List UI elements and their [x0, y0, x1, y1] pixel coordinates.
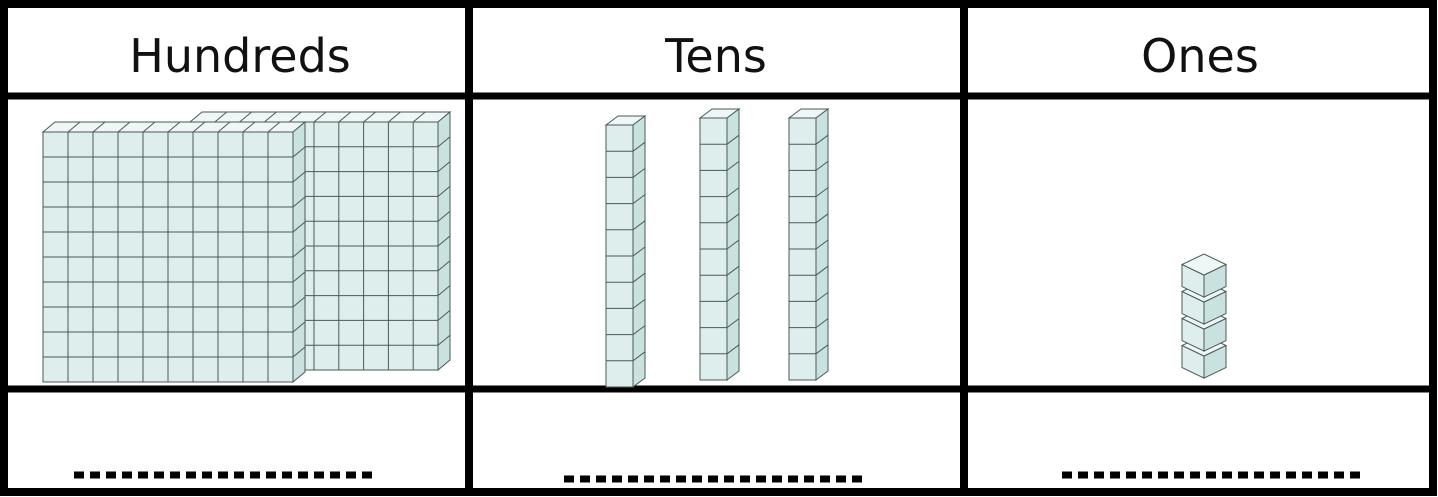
ones-blocks-area — [1182, 254, 1226, 378]
header-hundreds: Hundreds — [129, 29, 350, 83]
ten-rod-2 — [700, 109, 739, 380]
hundred-flat-front — [43, 122, 305, 382]
header-tens: Tens — [664, 29, 767, 83]
tens-blocks-area — [606, 109, 828, 387]
ten-rod-3 — [789, 109, 828, 380]
ten-rod-1 — [606, 116, 645, 387]
hundreds-blocks-area — [43, 112, 450, 382]
header-ones: Ones — [1141, 29, 1259, 83]
